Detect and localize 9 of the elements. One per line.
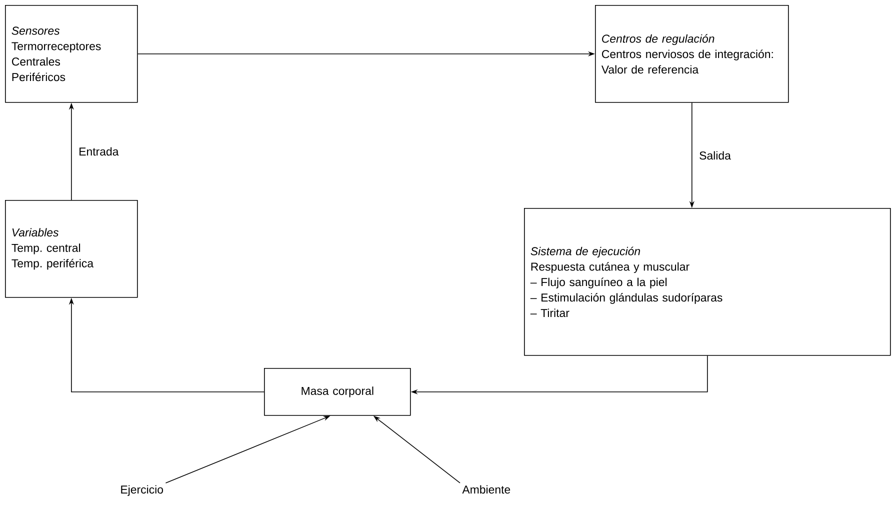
regulation-box: Centros de regulación Centros nerviosos de integración: Valor de referencia [595, 5, 789, 103]
edge-label: Entrada [80, 147, 119, 156]
sensor-box: Sensores Termorreceptores Centrales Periféricos [5, 5, 138, 103]
input-label: Ambiente [462, 485, 510, 494]
variables-box: Variables Temp. central Temp. periférica [5, 200, 138, 298]
effector-box: Sistema de ejecución Respuesta cutánea y muscular – Flujo sanguíneo a la piel – Estimulación glándulas sudoríparas – Tiritar [524, 208, 891, 356]
process-box: Masa corporal [264, 368, 411, 416]
input-label: Ejercicio [121, 485, 163, 496]
edge-label: Salida [700, 151, 731, 160]
